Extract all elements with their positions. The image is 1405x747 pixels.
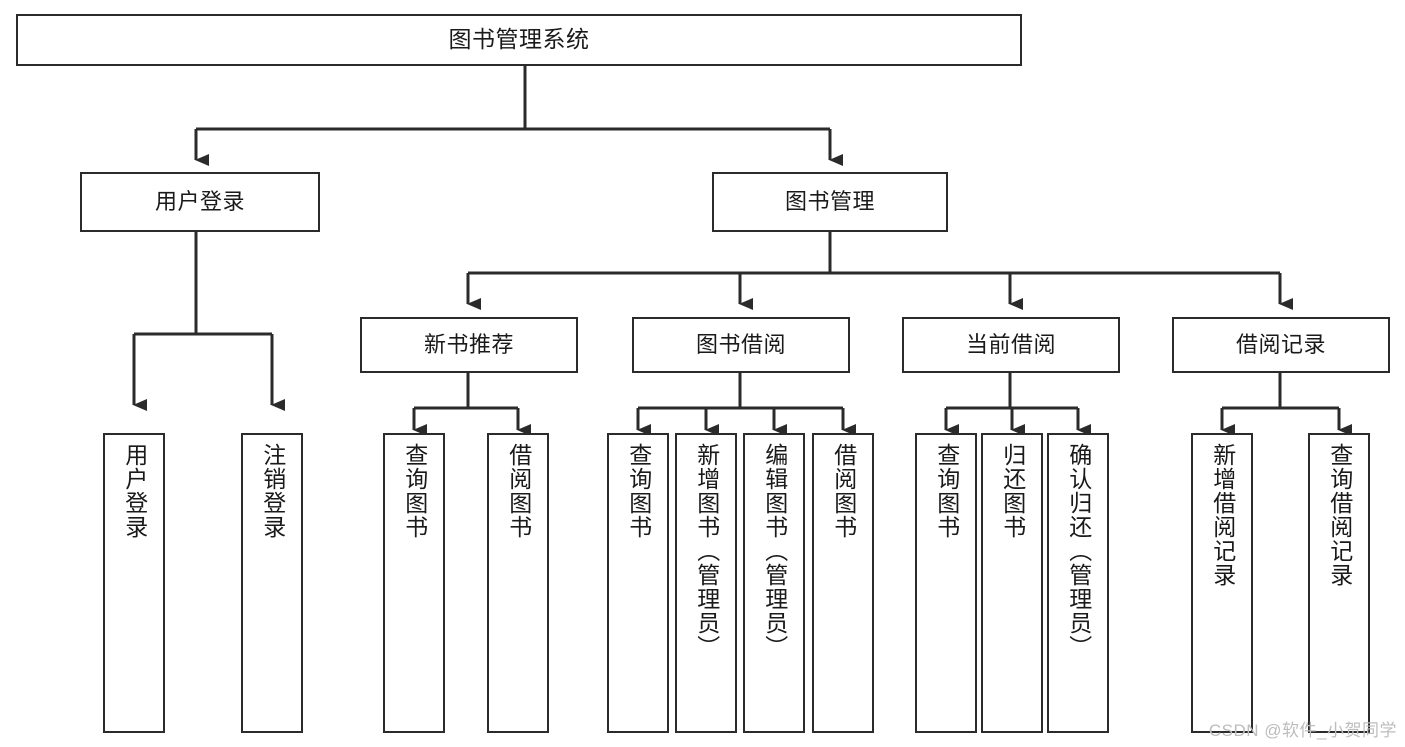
node-label: 借阅图书	[830, 443, 857, 539]
node-label: 查询图书	[625, 443, 652, 539]
node-label: 编辑图书（管理员）	[761, 443, 788, 659]
node-label: 当前借阅	[965, 332, 1056, 358]
node-book-borrow[interactable]: 图书借阅	[632, 317, 850, 373]
node-borrow-record[interactable]: 借阅记录	[1172, 317, 1390, 373]
node-new-book-recommend[interactable]: 新书推荐	[360, 317, 578, 373]
leaf-book-borrow-add[interactable]: 新增图书（管理员）	[675, 433, 737, 733]
node-label: 新增图书（管理员）	[693, 443, 720, 659]
node-label: 图书管理系统	[448, 26, 590, 53]
node-label: 图书管理	[784, 189, 875, 215]
leaf-borrow-record-add[interactable]: 新增借阅记录	[1191, 433, 1253, 733]
leaf-book-borrow-edit[interactable]: 编辑图书（管理员）	[743, 433, 805, 733]
node-label: 用户登录	[121, 443, 148, 539]
node-label: 查询借阅记录	[1326, 443, 1353, 587]
leaf-current-borrow-confirm-return[interactable]: 确认归还（管理员）	[1047, 433, 1109, 733]
leaf-new-book-query[interactable]: 查询图书	[383, 433, 445, 733]
leaf-new-book-borrow[interactable]: 借阅图书	[487, 433, 549, 733]
node-label: 新增借阅记录	[1209, 443, 1236, 587]
node-label: 注销登录	[259, 443, 286, 539]
leaf-user-login-login[interactable]: 用户登录	[103, 433, 165, 733]
node-label: 查询图书	[933, 443, 960, 539]
node-label: 归还图书	[999, 443, 1026, 539]
node-label: 确认归还（管理员）	[1065, 443, 1092, 659]
node-label: 用户登录	[154, 189, 245, 215]
node-label: 借阅记录	[1235, 332, 1326, 358]
watermark-text: CSDN @软件_小贺同学	[1208, 721, 1397, 740]
node-label: 图书借阅	[695, 332, 786, 358]
leaf-book-borrow-query[interactable]: 查询图书	[607, 433, 669, 733]
leaf-current-borrow-return[interactable]: 归还图书	[981, 433, 1043, 733]
node-label: 新书推荐	[423, 332, 514, 358]
node-book-management[interactable]: 图书管理	[712, 172, 948, 232]
node-root-system[interactable]: 图书管理系统	[16, 14, 1022, 66]
node-label: 借阅图书	[505, 443, 532, 539]
leaf-user-login-logout[interactable]: 注销登录	[241, 433, 303, 733]
leaf-borrow-record-query[interactable]: 查询借阅记录	[1308, 433, 1370, 733]
node-label: 查询图书	[401, 443, 428, 539]
node-user-login[interactable]: 用户登录	[80, 172, 320, 232]
node-current-borrow[interactable]: 当前借阅	[902, 317, 1120, 373]
leaf-book-borrow-borrow[interactable]: 借阅图书	[812, 433, 874, 733]
leaf-current-borrow-query[interactable]: 查询图书	[915, 433, 977, 733]
